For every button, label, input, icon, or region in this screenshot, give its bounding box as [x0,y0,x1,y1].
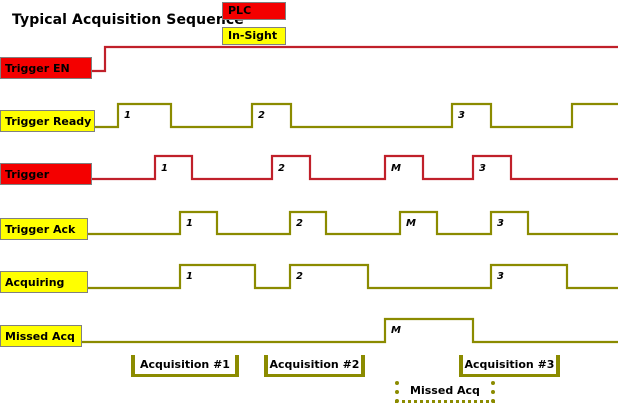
waveform-trigger [92,154,618,181]
pulse-label-trigger-ack-m: M [406,218,416,229]
pulse-label-trigger-ready-2: 2 [258,110,265,121]
waveform-trigger-ready [95,102,618,129]
annotation-label: Acquisition #3 [464,357,555,371]
pulse-label-trigger-ack-1: 1 [186,218,193,229]
waveform-trigger-ack [88,210,618,236]
pulse-label-acquiring-2: 2 [296,271,303,282]
legend-chip-insight: In-Sight [222,27,286,45]
signal-label-missed-acq: Missed Acq [0,325,82,347]
pulse-label-trigger-m: M [391,163,401,174]
pulse-label-missed-acq-m: M [391,325,401,336]
annotation-label: Acquisition #1 [140,357,230,371]
annotation-acquisition-3: Acquisition #3 [459,355,560,377]
pulse-label-trigger-3: 3 [479,163,486,174]
signal-label-trigger-en: Trigger EN [0,57,92,79]
pulse-label-trigger-ready-1: 1 [124,110,131,121]
pulse-label-acquiring-1: 1 [186,271,193,282]
annotation-label: Missed Acq [410,383,480,397]
annotation-acquisition-1: Acquisition #1 [131,355,239,377]
pulse-label-trigger-ack-3: 3 [497,218,504,229]
pulse-label-acquiring-3: 3 [497,271,504,282]
pulse-label-trigger-1: 1 [161,163,168,174]
annotation-acquisition-2: Acquisition #2 [264,355,365,377]
pulse-label-trigger-ack-2: 2 [296,218,303,229]
signal-label-trigger: Trigger [0,163,92,185]
annotation-label: Acquisition #2 [269,357,360,371]
signal-label-trigger-ready: Trigger Ready [0,110,95,132]
waveform-acquiring [88,263,618,290]
waveform-trigger-en [92,45,618,73]
waveform-missed-acq [82,317,618,344]
legend-chip-plc: PLC [222,2,286,20]
signal-label-trigger-ack: Trigger Ack [0,218,88,240]
pulse-label-trigger-2: 2 [278,163,285,174]
annotation-missed-acq: Missed Acq [395,381,495,403]
page-title: Typical Acquisition Sequence [12,12,244,28]
signal-label-acquiring: Acquiring [0,271,88,293]
pulse-label-trigger-ready-3: 3 [458,110,465,121]
